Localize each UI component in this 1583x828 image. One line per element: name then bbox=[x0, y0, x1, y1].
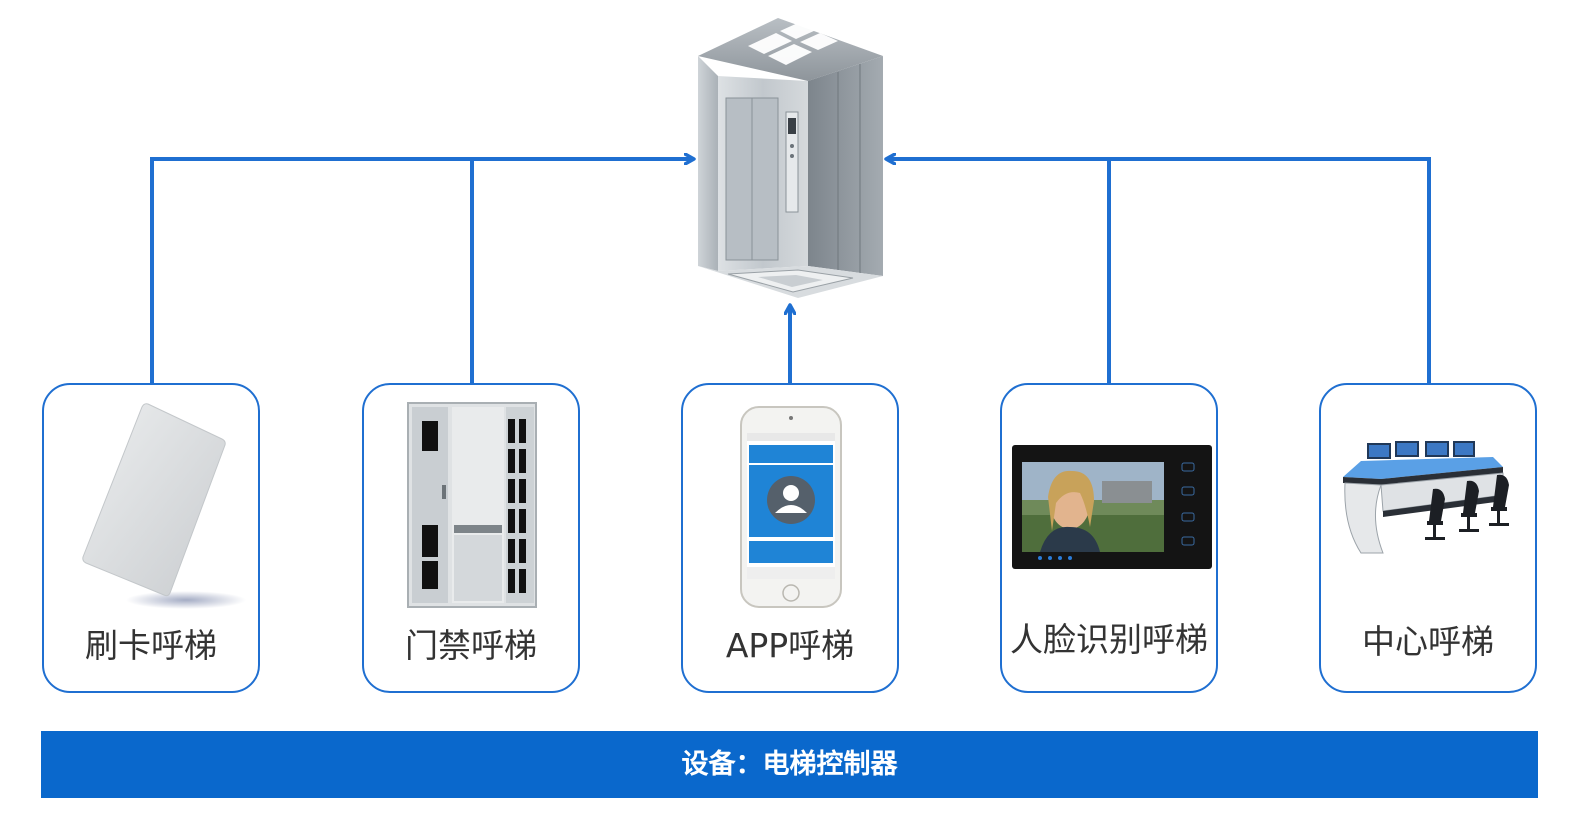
method-label-face: 人脸识别呼梯 bbox=[1010, 620, 1208, 659]
elevator-cabin-icon bbox=[698, 18, 883, 298]
access-card-icon bbox=[82, 403, 246, 609]
device-footer-label: 设备：电梯控制器 bbox=[681, 749, 898, 780]
method-card-door-access: 门禁呼梯 bbox=[362, 383, 580, 693]
method-card-control-center: 中心呼梯 bbox=[1319, 383, 1537, 693]
method-label-card: 刷卡呼梯 bbox=[85, 626, 217, 665]
method-card-app: APP呼梯 bbox=[681, 383, 899, 693]
connector-right bbox=[887, 159, 1431, 383]
method-card-face-recognition: 人脸识别呼梯 bbox=[1000, 383, 1218, 693]
method-label-app: APP呼梯 bbox=[725, 626, 855, 665]
method-label-center: 中心呼梯 bbox=[1362, 622, 1494, 661]
smartphone-app-icon bbox=[740, 406, 842, 608]
face-recognition-monitor-icon bbox=[1012, 445, 1212, 569]
method-card-access-card: 刷卡呼梯 bbox=[42, 383, 260, 693]
device-footer-bar: 设备：电梯控制器 bbox=[41, 731, 1538, 798]
method-label-door: 门禁呼梯 bbox=[405, 626, 537, 665]
connector-left bbox=[150, 159, 693, 383]
security-door-icon bbox=[407, 402, 537, 608]
control-center-console-icon bbox=[1343, 441, 1509, 554]
